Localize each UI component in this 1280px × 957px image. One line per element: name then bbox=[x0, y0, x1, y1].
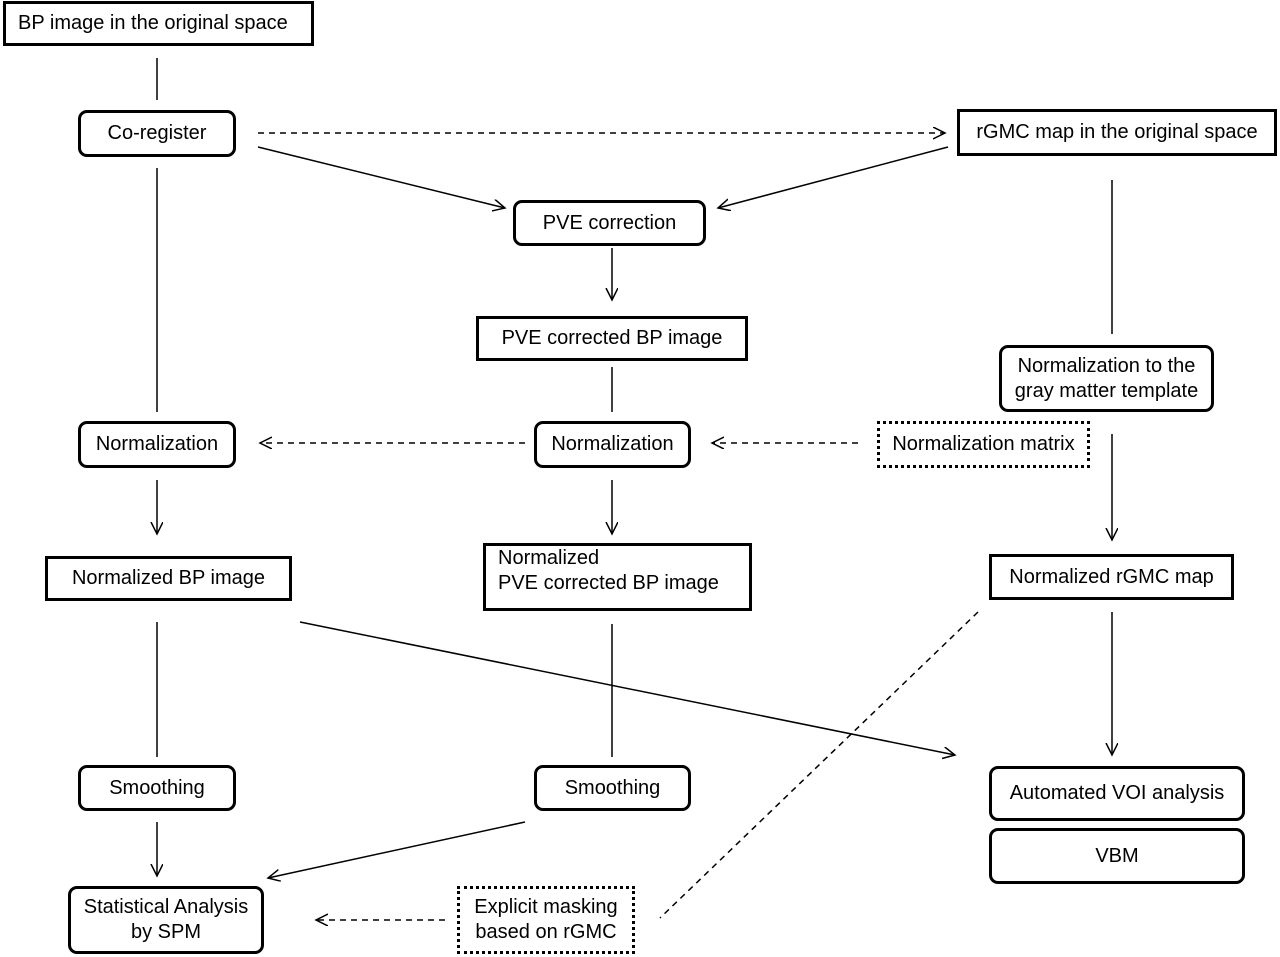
node-normalization-gray-matter-line1: Normalization to the bbox=[1017, 354, 1196, 377]
node-smoothing-center-label: Smoothing bbox=[564, 776, 661, 799]
arrow-coregister-to-pve bbox=[257, 146, 505, 208]
node-pve-correction: PVE correction bbox=[513, 200, 706, 246]
node-explicit-masking: Explicit masking based on rGMC bbox=[457, 886, 635, 954]
node-smoothing-left-label: Smoothing bbox=[109, 776, 205, 799]
node-rgmc-original: rGMC map in the original space bbox=[957, 109, 1277, 156]
arrow-rgmc-to-pve bbox=[718, 146, 949, 208]
node-pve-correction-label: PVE correction bbox=[542, 211, 677, 234]
node-explicit-masking-line2: based on rGMC bbox=[475, 921, 617, 943]
node-explicit-masking-line1: Explicit masking bbox=[474, 896, 618, 918]
node-normalized-rgmc: Normalized rGMC map bbox=[989, 554, 1234, 600]
node-pve-corrected-bp-label: PVE corrected BP image bbox=[501, 327, 723, 349]
node-normalized-pve-line2: PVE corrected BP image bbox=[498, 572, 719, 594]
node-normalization-center: Normalization bbox=[534, 421, 691, 468]
node-normalized-bp-label: Normalized BP image bbox=[71, 567, 266, 589]
node-normalization-matrix-label: Normalization matrix bbox=[892, 433, 1075, 455]
node-automated-voi: Automated VOI analysis bbox=[989, 766, 1245, 821]
node-bp-image-original: BP image in the original space bbox=[3, 1, 314, 46]
node-coregister: Co-register bbox=[78, 110, 236, 157]
node-statistical-analysis-line2: by SPM bbox=[130, 921, 202, 943]
node-normalization-gray-matter-line2: gray matter template bbox=[1014, 379, 1199, 402]
node-coregister-label: Co-register bbox=[107, 122, 207, 144]
node-normalized-bp: Normalized BP image bbox=[45, 556, 292, 601]
node-normalization-left-label: Normalization bbox=[95, 433, 219, 455]
node-vbm-label: VBM bbox=[1095, 844, 1139, 867]
arrow-normalized-bp-to-voi bbox=[299, 621, 955, 755]
node-bp-image-original-label: BP image in the original space bbox=[18, 12, 288, 34]
node-normalization-left: Normalization bbox=[78, 421, 236, 468]
node-smoothing-left: Smoothing bbox=[78, 765, 236, 811]
node-normalized-pve-corrected-bp: Normalized PVE corrected BP image bbox=[483, 543, 752, 611]
node-normalization-gray-matter: Normalization to the gray matter templat… bbox=[999, 345, 1214, 412]
arrow-smoothing-center-to-statistical bbox=[268, 821, 526, 878]
node-rgmc-original-label: rGMC map in the original space bbox=[976, 121, 1258, 143]
node-normalization-matrix: Normalization matrix bbox=[877, 421, 1090, 468]
node-automated-voi-label: Automated VOI analysis bbox=[1009, 782, 1225, 804]
node-vbm: VBM bbox=[989, 828, 1245, 884]
node-pve-corrected-bp: PVE corrected BP image bbox=[476, 316, 748, 361]
node-normalized-rgmc-label: Normalized rGMC map bbox=[1009, 565, 1214, 588]
node-statistical-analysis: Statistical Analysis by SPM bbox=[68, 886, 264, 954]
node-smoothing-center: Smoothing bbox=[534, 765, 691, 811]
node-normalized-pve-line1: Normalized bbox=[498, 547, 600, 569]
dashed-line-normalized-rgmc-to-explicit bbox=[659, 611, 979, 919]
node-normalization-center-label: Normalization bbox=[551, 433, 674, 455]
node-statistical-analysis-line1: Statistical Analysis bbox=[83, 896, 249, 918]
